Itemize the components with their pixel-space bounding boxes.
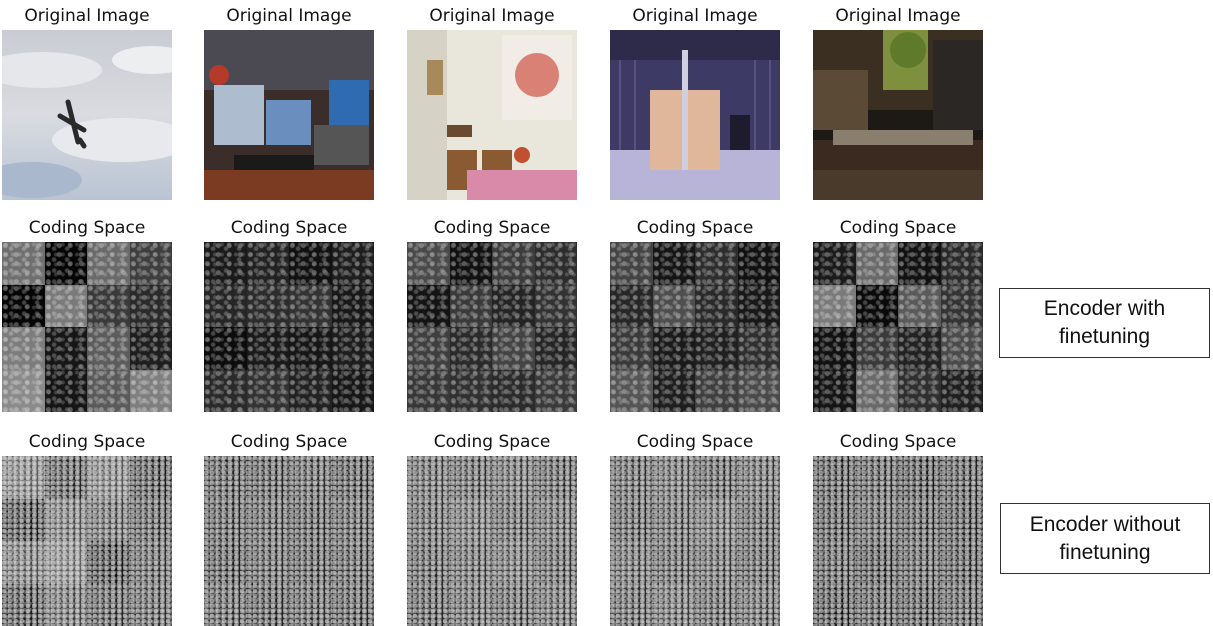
coding-grid: [610, 242, 780, 412]
cell-title: Coding Space: [28, 218, 146, 238]
coding-grid: [813, 242, 983, 412]
cell-title: Coding Space: [230, 218, 348, 238]
airplane-image: [2, 30, 172, 200]
cell-title: Original Image: [226, 6, 352, 26]
cell-title: Coding Space: [28, 432, 146, 452]
desk-computers-image: [204, 30, 374, 200]
cell-title: Original Image: [24, 6, 150, 26]
construction-room-image: [610, 30, 780, 200]
cell-title: Original Image: [632, 6, 758, 26]
label-text: Encoder without finetuning: [1029, 512, 1181, 564]
coding-grid: [610, 456, 780, 626]
label-encoder-without-finetuning: Encoder without finetuning: [1000, 503, 1210, 574]
living-room-image: [813, 30, 983, 200]
coding-grid: [407, 242, 577, 412]
coding-grid: [813, 456, 983, 626]
label-encoder-with-finetuning: Encoder with finetuning: [999, 288, 1210, 358]
cell-title: Coding Space: [433, 218, 551, 238]
coding-grid: [204, 242, 374, 412]
coding-grid: [204, 456, 374, 626]
coding-grid: [2, 456, 172, 626]
label-text: Encoder with finetuning: [1043, 297, 1166, 348]
cell-title: Coding Space: [636, 432, 754, 452]
cell-title: Coding Space: [433, 432, 551, 452]
dining-room-image: [407, 30, 577, 200]
cell-title: Original Image: [835, 6, 961, 26]
coding-grid: [2, 242, 172, 412]
cell-title: Original Image: [429, 6, 555, 26]
cell-title: Coding Space: [839, 218, 957, 238]
cell-title: Coding Space: [636, 218, 754, 238]
coding-grid: [407, 456, 577, 626]
cell-title: Coding Space: [230, 432, 348, 452]
cell-title: Coding Space: [839, 432, 957, 452]
